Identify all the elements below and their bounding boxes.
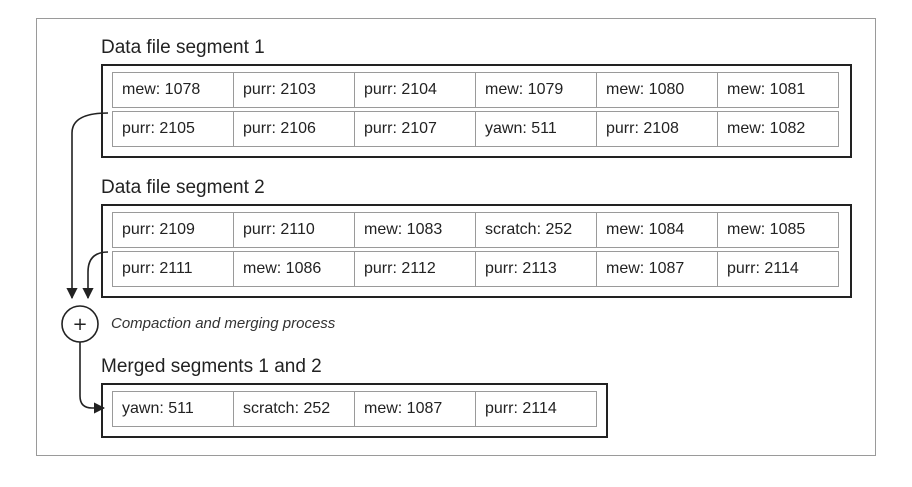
key-value-cell: purr: 2114 — [717, 251, 839, 287]
diagram-frame — [36, 18, 876, 456]
key-value-cell: mew: 1082 — [717, 111, 839, 147]
merge-plus-symbol: + — [72, 314, 87, 335]
key-value-cell: mew: 1081 — [717, 72, 839, 108]
merged-segment-title: Merged segments 1 and 2 — [101, 356, 322, 377]
merge-process-label: Compaction and merging process — [111, 315, 336, 332]
segment-1-title: Data file segment 1 — [101, 37, 265, 58]
merged-flow-arrow — [79, 342, 106, 414]
key-value-cell: mew: 1085 — [717, 212, 839, 248]
segment-1-flow-arrow — [66, 112, 109, 300]
segment-2-flow-arrow — [82, 251, 109, 300]
segment-2-title: Data file segment 2 — [101, 177, 265, 198]
key-value-cell: purr: 2114 — [475, 391, 597, 427]
